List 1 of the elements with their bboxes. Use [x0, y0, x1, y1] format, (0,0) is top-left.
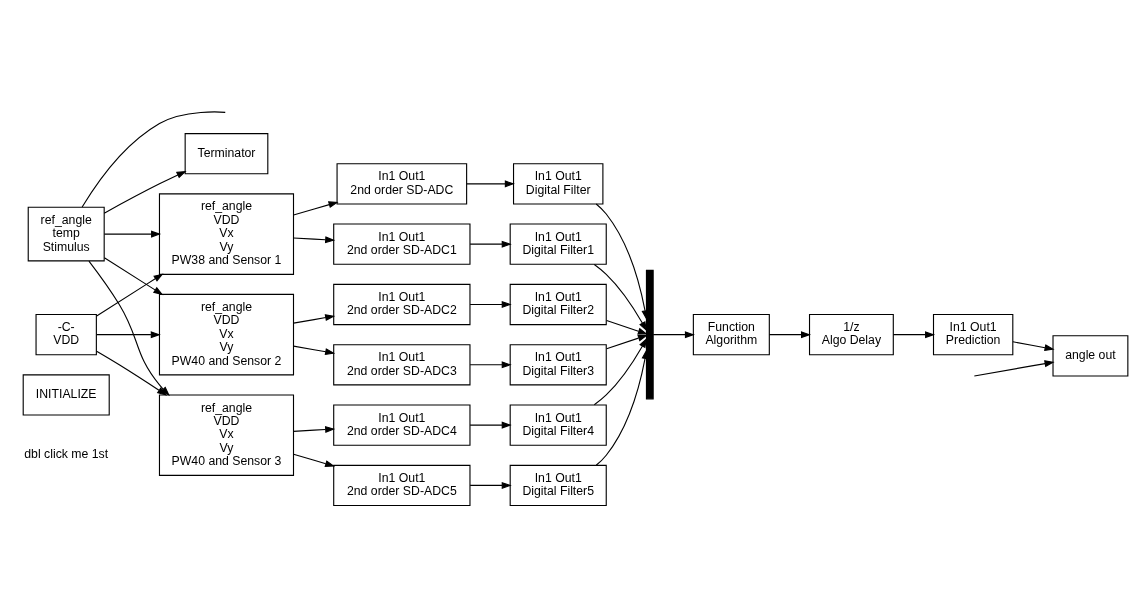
- node-label: dbl click me 1st: [24, 446, 109, 461]
